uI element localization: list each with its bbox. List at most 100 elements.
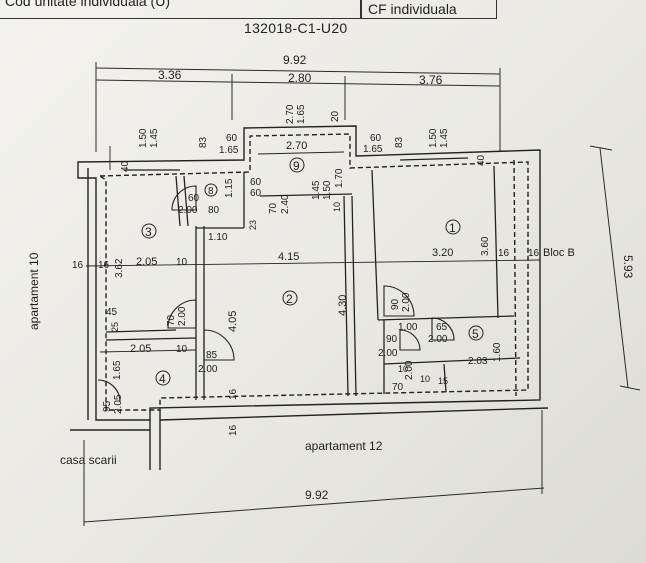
dim-205-room3: 2.05 (136, 256, 157, 268)
dim-240-corridor: 2.40 (280, 194, 291, 214)
dim-line-right-total (599, 147, 629, 389)
dim-165-room4: 1.65 (112, 360, 123, 380)
dim-60-right-top: 60 (370, 133, 382, 144)
dim-430-room2: 4.30 (337, 295, 349, 316)
dim-362-room3: 3.62 (114, 258, 125, 278)
dim-200-room8: 2.00 (178, 205, 198, 216)
dim-16-wall-b: 16 (98, 260, 110, 271)
dim-205-entrance: 2.05 (113, 394, 124, 414)
building-label: Bloc B (543, 247, 575, 259)
dim-165-vertical-top: 1.65 (296, 104, 307, 124)
room-5-marker (468, 325, 484, 341)
room-1-marker (445, 219, 461, 235)
dim-110-hall: 1.10 (208, 232, 228, 243)
dim-145-left: 1.45 (149, 128, 160, 148)
dim-70-bath: 70 (392, 382, 404, 393)
dim-top-segment-2: 2.80 (288, 71, 312, 85)
dim-10-bath-b: 10 (420, 374, 430, 384)
dim-40-left: 40 (120, 160, 131, 172)
dim-83-left: 83 (198, 136, 209, 148)
dim-83-right: 83 (394, 136, 405, 148)
dim-16-wall-d: 16 (528, 248, 540, 259)
dim-205-room4: 2.05 (130, 343, 151, 355)
internal-dim-lines (85, 146, 541, 353)
dim-10-room3: 10 (176, 257, 188, 268)
header-unit-code-cell: Cod unitate individuala (U) (0, 0, 361, 19)
dim-200-room4: 2.00 (198, 364, 218, 375)
dim-145-right: 1.45 (439, 128, 450, 148)
dim-16-wall-a: 16 (72, 260, 84, 271)
dim-200-bath-vertical: 2.00 (404, 360, 415, 380)
dim-top-segment-1: 3.36 (158, 68, 182, 82)
dim-150-right: 1.50 (428, 128, 439, 148)
dim-line-top-segments (95, 79, 501, 87)
dim-40-right: 40 (476, 154, 487, 166)
dim-90-bath: 90 (386, 334, 398, 345)
room-2-marker (282, 290, 298, 306)
room-4-marker (155, 370, 171, 386)
dim-10-room4: 10 (176, 344, 188, 355)
exterior-walls (70, 125, 549, 470)
room-3-number: 3 (145, 225, 152, 239)
dim-270-vertical: 2.70 (285, 104, 296, 124)
dim-203-room5: 2.03 (468, 356, 488, 367)
dim-15-bath: 15 (438, 376, 448, 386)
dim-16-bottom-wall: 16 (228, 424, 239, 436)
dim-200-room5-door: 2.00 (428, 334, 448, 345)
dim-top-segment-3: 3.76 (419, 73, 443, 87)
header-cf-cell: CF individuala (361, 0, 497, 19)
neighbor-apartment-10-label: apartament 10 (27, 252, 41, 330)
room-4-number: 4 (159, 372, 166, 386)
plan-code: 132018-C1-U20 (244, 20, 348, 36)
interior-walls (105, 157, 521, 400)
dim-65-room5: 65 (436, 322, 448, 333)
dim-60-left-top: 60 (226, 133, 238, 144)
dim-90-door-room1: 90 (390, 298, 401, 310)
dim-16-inner-wall: 16 (228, 388, 239, 400)
room-1-number: 1 (449, 221, 456, 235)
dim-150-left: 1.50 (138, 128, 149, 148)
dim-10-corridor: 10 (332, 202, 342, 212)
dim-200-door-room1: 2.00 (401, 292, 412, 312)
header-cf-label: CF individuala (368, 1, 457, 17)
dim-100-hall: 1.00 (398, 322, 418, 333)
dim-165-right-top: 1.65 (363, 144, 383, 155)
door-swings (97, 185, 455, 403)
room-3-marker (141, 223, 157, 239)
header-unit-code-label: Cod unitate individuala (U) (5, 0, 170, 9)
dim-bottom-total: 9.92 (305, 488, 329, 502)
dim-top-total: 9.92 (283, 53, 307, 67)
dim-right-total: 5.93 (621, 255, 635, 279)
dim-60-corridor-b: 60 (250, 188, 262, 199)
room-8-number: 8 (208, 186, 214, 197)
dim-70-corridor: 70 (268, 202, 279, 214)
room-9-number: 9 (293, 159, 300, 173)
dim-320-room1: 3.20 (432, 247, 453, 259)
room-8-marker (204, 183, 218, 197)
dim-115-room8: 1.15 (224, 178, 235, 198)
dim-16-wall-c: 16 (498, 248, 510, 259)
room-5-number: 5 (472, 327, 479, 341)
dim-60-room8: 60 (188, 193, 200, 204)
dim-line-bottom-total (83, 487, 545, 523)
dim-10-bath: 10 (398, 364, 408, 374)
dim-160-room5: 1.60 (492, 342, 503, 362)
dim-270-corridor: 2.70 (286, 140, 307, 152)
dim-60-corridor-a: 60 (250, 177, 262, 188)
dim-200-bath: 2.00 (378, 348, 398, 359)
stair-label: casa scarii (60, 453, 117, 467)
dim-23-hall: 23 (248, 220, 258, 230)
dim-80-room8: 80 (208, 205, 220, 216)
dim-405-room2: 4.05 (227, 311, 239, 332)
room-2-number: 2 (286, 292, 293, 306)
dim-25-room3: 25 (110, 322, 120, 332)
dim-line-top-total (95, 67, 501, 75)
neighbor-apartment-12-label: apartament 12 (305, 439, 383, 453)
dim-170-corridor: 1.70 (334, 168, 345, 188)
dim-200-door-room3: 2.00 (177, 306, 188, 326)
dim-85-room4: 85 (206, 350, 218, 361)
dim-415-room2: 4.15 (278, 251, 299, 263)
dim-95-entrance: 95 (102, 400, 113, 412)
room-9-marker (289, 157, 305, 173)
